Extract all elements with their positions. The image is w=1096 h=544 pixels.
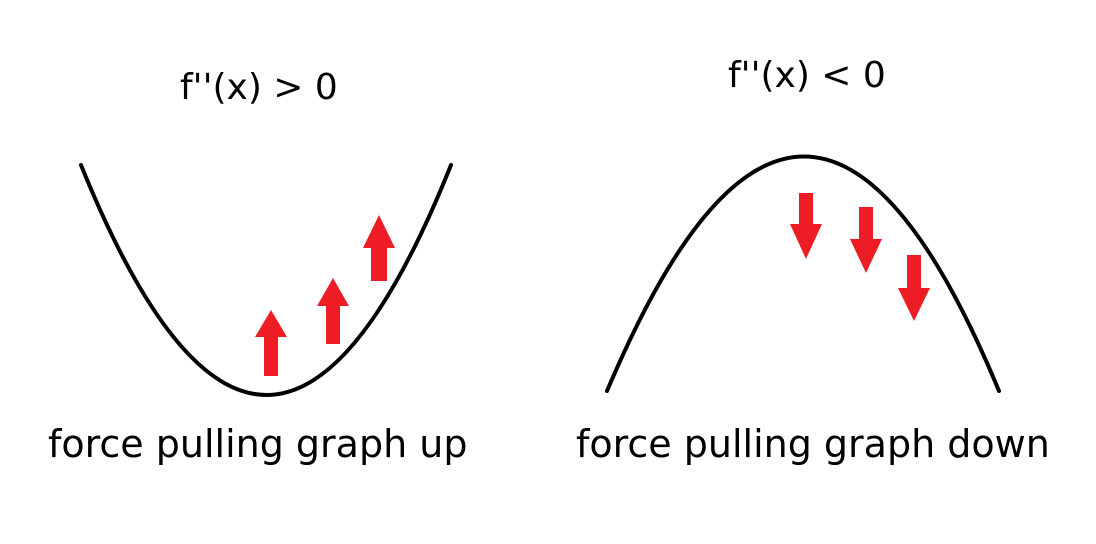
- up-arrow-3: [363, 215, 395, 281]
- down-arrow-3: [898, 255, 930, 321]
- left-panel-caption: force pulling graph up: [48, 422, 468, 466]
- up-arrow-1: [255, 310, 287, 376]
- down-arrow-1: [790, 193, 822, 259]
- right-panel-title: f''(x) < 0: [728, 55, 886, 96]
- concave-down-curve: [605, 154, 1001, 393]
- concave-up-curve: [79, 163, 453, 397]
- left-panel-title: f''(x) > 0: [180, 67, 338, 108]
- right-panel-caption: force pulling graph down: [576, 422, 1050, 466]
- up-arrow-2: [317, 278, 349, 344]
- down-arrow-2: [850, 207, 882, 273]
